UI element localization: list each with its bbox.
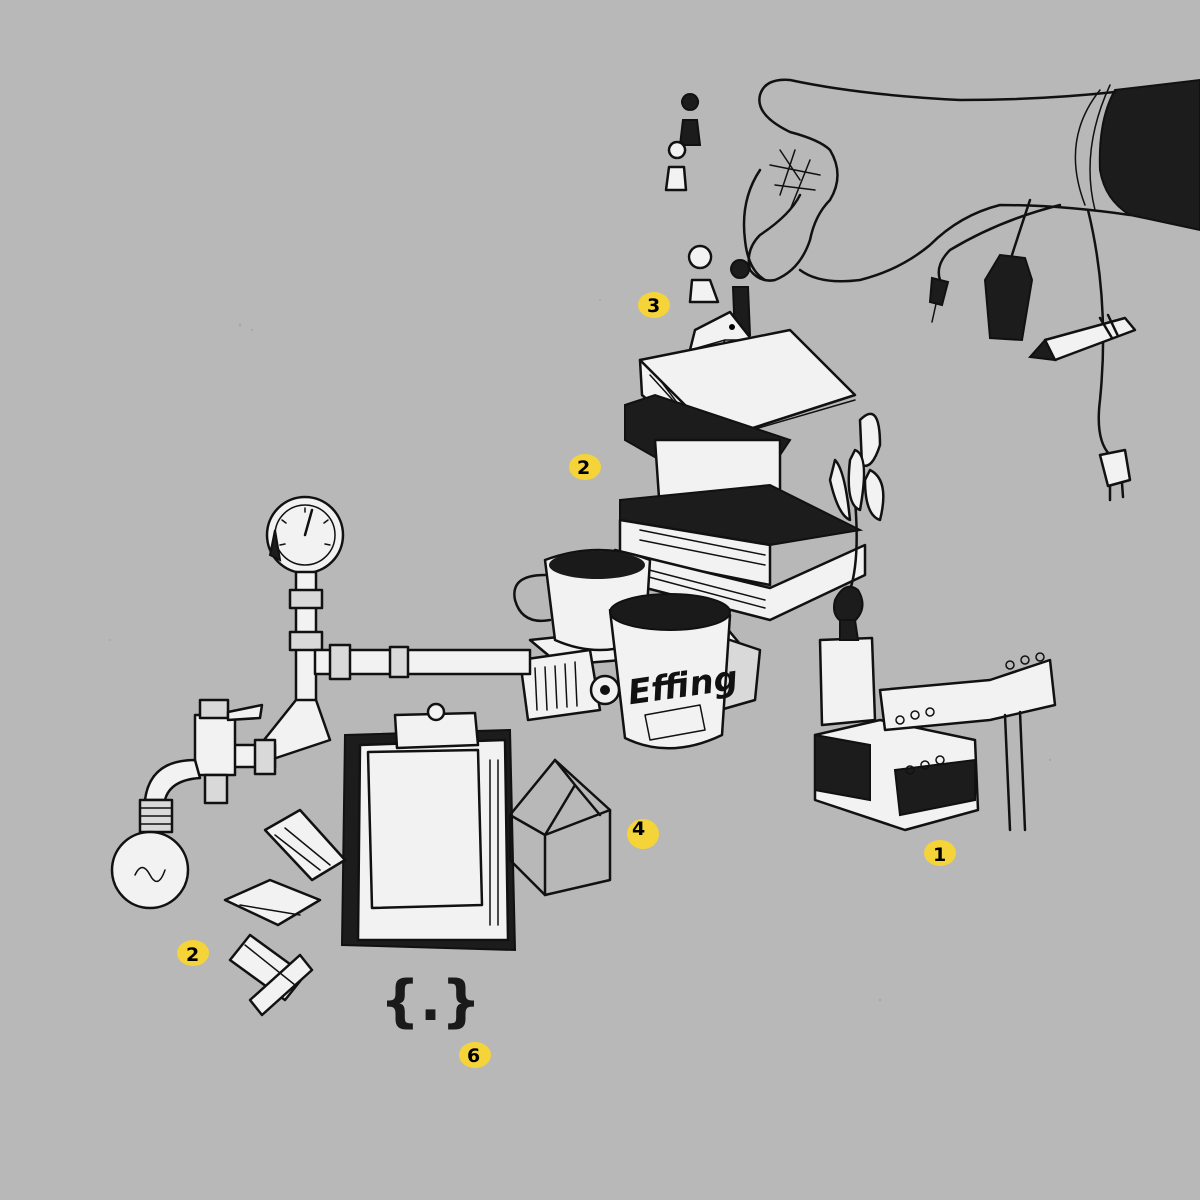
game-pawns: [664, 93, 752, 340]
marker-2-top: 2: [569, 454, 601, 480]
lego-blocks: [813, 619, 1057, 832]
water-tap: [143, 698, 264, 805]
bulb-icon: [833, 585, 864, 627]
book-stack-bottom: [613, 483, 867, 622]
bracelet-string: [1074, 84, 1111, 211]
geometric-house: [508, 758, 612, 897]
marker-6-label: 6: [467, 1045, 480, 1067]
pawn-white-2-icon: [687, 244, 720, 304]
marker-3-label: 3: [647, 295, 660, 317]
cable-1: [937, 203, 1062, 282]
marker-4: 4: [627, 818, 659, 849]
power-plug-icon: [1098, 448, 1132, 488]
finger: [742, 168, 767, 282]
finger-creases: [769, 149, 821, 211]
plant-illustration: [828, 412, 885, 627]
hand-outline: [747, 78, 1132, 283]
brace-logo: {.}: [380, 969, 481, 1034]
pasta-pieces: [223, 808, 347, 1017]
radio-device: [518, 648, 621, 722]
usb-plug-icon: [983, 253, 1034, 342]
marker-6: 6: [459, 1042, 491, 1068]
pipe-system: [223, 495, 532, 776]
paper-texture: [109, 299, 1052, 1002]
clipboard: [340, 702, 517, 952]
pawn-black-icon: [678, 93, 702, 146]
pawn-white-icon: [664, 140, 688, 192]
pencil-icon: [1043, 316, 1137, 362]
hand-illustration: [742, 78, 1200, 502]
plant-stem: [848, 498, 858, 592]
marker-3: 3: [638, 292, 670, 318]
marker-1-label: 1: [933, 844, 946, 866]
sleeve: [1098, 78, 1200, 232]
light-bulb: [110, 798, 190, 910]
book-stack-top: [624, 328, 857, 514]
marker-2-bottom-label: 2: [186, 944, 199, 966]
effing-mug: Effing: [608, 593, 762, 750]
audio-jack-icon: [928, 276, 950, 307]
marker-4-label: 4: [632, 818, 645, 840]
marker-2-top-label: 2: [577, 457, 590, 479]
cable-3: [1086, 208, 1112, 457]
cable-2: [1010, 198, 1032, 257]
marker-1: 1: [924, 840, 956, 866]
marker-2-bottom: 2: [177, 940, 209, 966]
